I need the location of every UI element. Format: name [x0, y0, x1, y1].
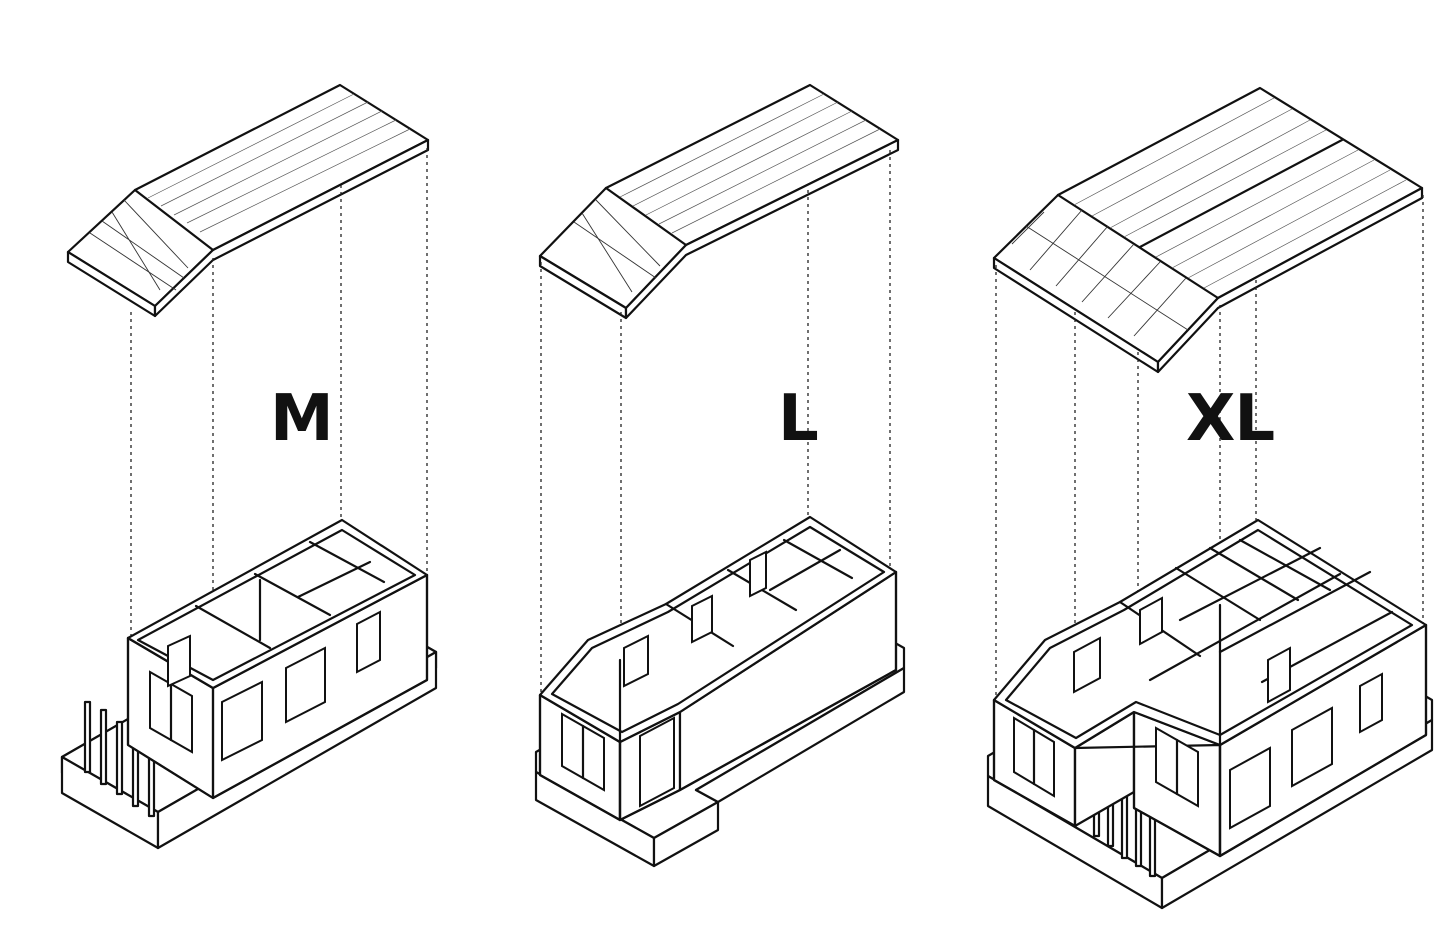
house-body-l — [538, 515, 898, 822]
roof-m — [66, 83, 430, 318]
projection-lines-l — [540, 150, 891, 740]
roof-planks-l — [619, 93, 881, 234]
model-l — [534, 83, 906, 868]
model-m — [60, 83, 438, 850]
solar-panels-xl — [1011, 209, 1189, 337]
windows-xl — [1013, 596, 1383, 830]
roof-planks-m — [147, 93, 411, 233]
roof-xl — [992, 86, 1424, 374]
size-label-xl: XL — [1186, 382, 1275, 456]
model-xl — [986, 86, 1434, 910]
size-label-l: L — [778, 382, 819, 456]
windows-m — [149, 610, 381, 762]
roof-l — [538, 83, 900, 320]
solar-panels-l — [573, 199, 661, 293]
roof-planks-xl — [1073, 97, 1407, 289]
size-label-m: M — [270, 382, 334, 456]
porch-posts-m — [83, 700, 156, 818]
windows-l — [561, 550, 767, 808]
solar-panels-m — [89, 199, 189, 291]
